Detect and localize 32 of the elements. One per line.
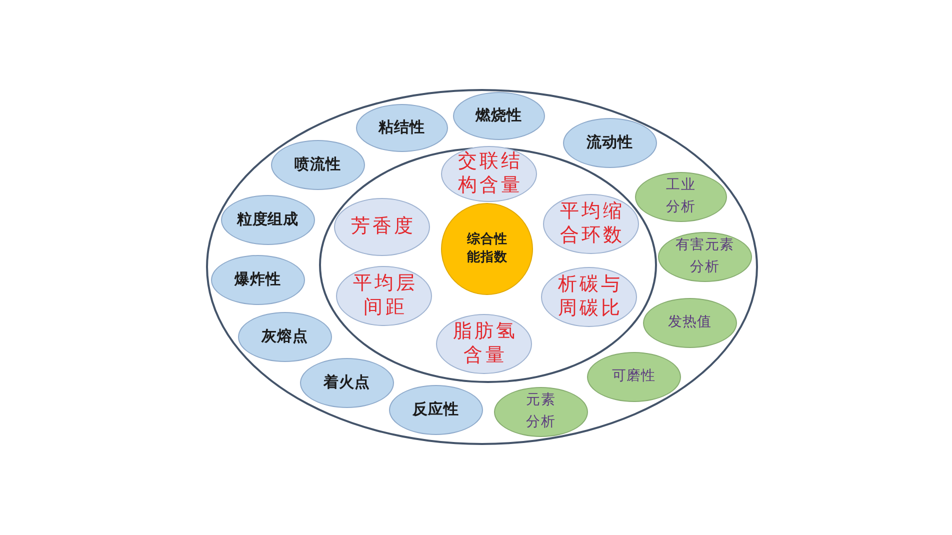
node-label: 着火点 [323, 372, 370, 392]
node-label: 喷流性 [294, 154, 341, 174]
node-label: 交联结构含量 [456, 150, 524, 198]
node-label: 燃烧性 [475, 106, 522, 126]
center-label: 综合性能指数 [466, 231, 509, 267]
node-label: 粘结性 [378, 118, 425, 138]
node-label: 可磨性 [611, 366, 656, 386]
analysis-ellipse [634, 172, 726, 222]
node-label: 发热值 [667, 312, 712, 332]
node-label: 芳香度 [350, 215, 416, 239]
node-label: 粒度组成 [236, 210, 298, 230]
node-label: 脂肪氢含量 [452, 320, 519, 368]
node-label: 平均层间距 [352, 272, 419, 320]
property-ellipse [238, 312, 332, 362]
node-label: 反应性 [412, 400, 459, 420]
node-label: 平均缩合环数 [558, 200, 626, 248]
analysis-ellipse [586, 352, 680, 402]
analysis-ellipse [642, 298, 736, 348]
property-ellipse [300, 358, 394, 408]
analysis-ellipse [658, 232, 752, 282]
property-ellipse [562, 118, 656, 168]
node-label: 爆炸性 [234, 270, 281, 290]
node-label: 析碳与周碳比 [556, 273, 624, 321]
property-ellipse [270, 140, 364, 190]
node-label: 元素分析 [525, 390, 556, 432]
property-ellipse [356, 104, 448, 152]
property-ellipse [388, 384, 482, 434]
node-label: 工业分析 [665, 176, 696, 216]
property-ellipse [220, 194, 314, 244]
node-label: 灰熔点 [261, 326, 308, 346]
node-label: 有害元素分析 [674, 236, 735, 276]
node-label: 流动性 [586, 132, 633, 152]
